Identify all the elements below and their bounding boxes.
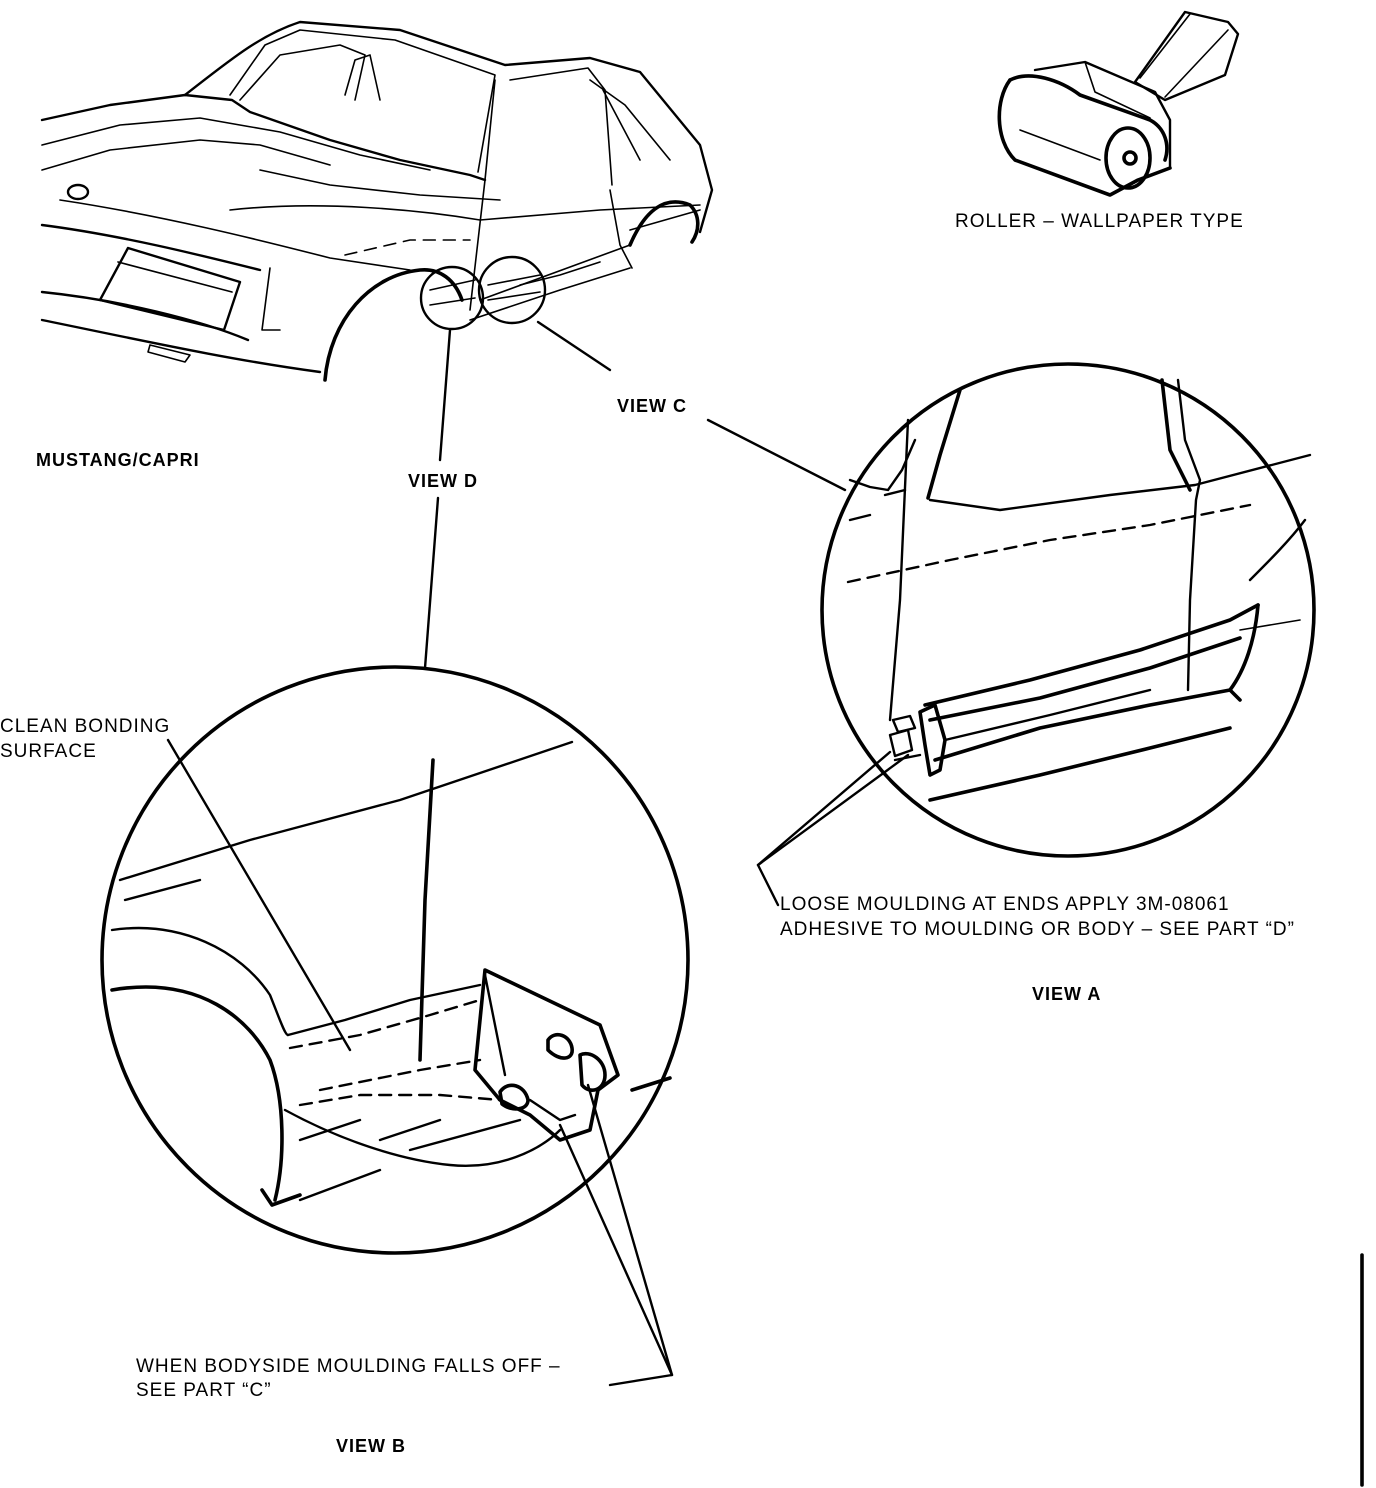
view-c-circle xyxy=(477,255,547,325)
view-a-label: VIEW A xyxy=(1032,984,1102,1004)
falls-off-note-line1: WHEN BODYSIDE MOULDING FALLS OFF – xyxy=(136,1356,561,1377)
mustang-capri-label: MUSTANG/CAPRI xyxy=(36,450,200,470)
loose-moulding-note-line1: LOOSE MOULDING AT ENDS APPLY 3M-08061 xyxy=(780,894,1230,915)
clean-bonding-label-line2: SURFACE xyxy=(0,741,97,762)
loose-moulding-note-line2: ADHESIVE TO MOULDING OR BODY – SEE PART … xyxy=(780,919,1295,940)
view-a-illustration xyxy=(820,362,1316,858)
view-b-illustration xyxy=(100,665,690,1255)
view-d-circle xyxy=(419,265,485,331)
wallpaper-roller-icon xyxy=(997,10,1240,197)
car-illustration xyxy=(40,20,714,382)
clean-bonding-label-line1: CLEAN BONDING xyxy=(0,716,171,737)
roller-caption: ROLLER – WALLPAPER TYPE xyxy=(955,211,1244,232)
view-d-label: VIEW D xyxy=(408,471,479,491)
view-c-label: VIEW C xyxy=(617,396,688,416)
falls-off-note-line2: SEE PART “C” xyxy=(136,1380,272,1401)
leader-lines xyxy=(166,320,1364,1487)
view-b-label: VIEW B xyxy=(336,1436,407,1456)
